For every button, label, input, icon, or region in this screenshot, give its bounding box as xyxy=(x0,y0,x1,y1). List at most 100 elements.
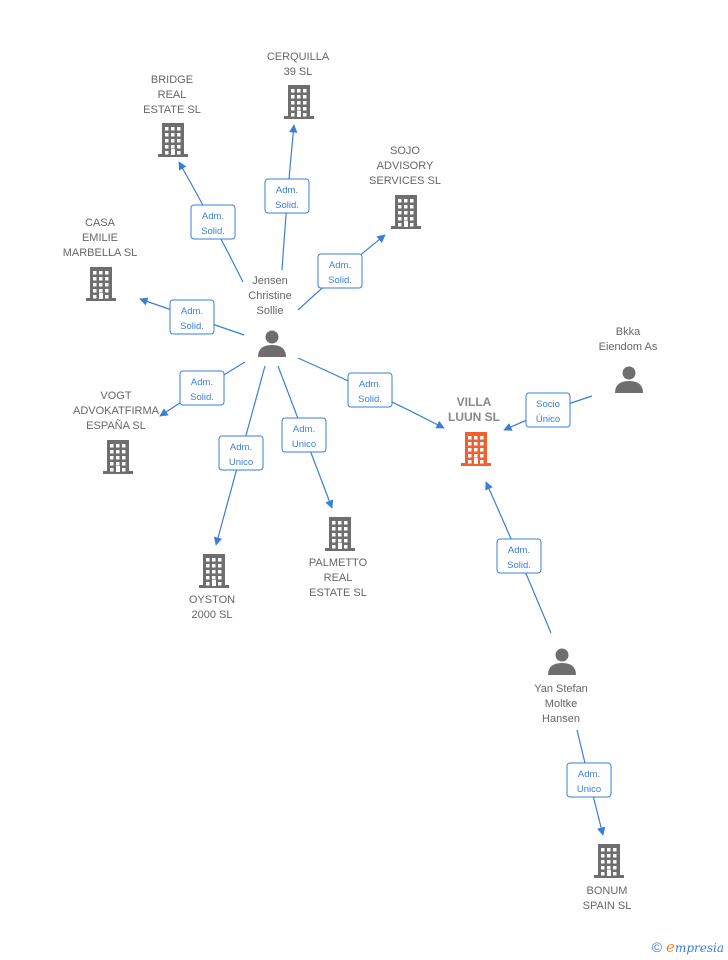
relation-label: Solid. xyxy=(358,394,382,405)
node-label: BRIDGE xyxy=(151,74,193,86)
relation-r-sojo[interactable]: Adm. Solid. xyxy=(317,253,363,289)
node-label: ESTATE SL xyxy=(143,104,201,116)
building-icon xyxy=(103,440,133,474)
node-label: OYSTON xyxy=(189,594,235,606)
node-label: ADVISORY xyxy=(377,160,434,172)
relation-label: Solid. xyxy=(201,226,225,237)
building-icon xyxy=(199,554,229,588)
relation-label: Adm. xyxy=(578,769,600,780)
node-label: REAL xyxy=(158,89,187,101)
relation-box xyxy=(190,204,236,240)
relation-label: Unico xyxy=(229,457,253,468)
relation-box xyxy=(317,253,363,289)
relation-box xyxy=(264,178,310,214)
relation-label: Unico xyxy=(577,784,601,795)
node-label: REAL xyxy=(324,572,353,584)
relation-label: Solid. xyxy=(328,275,352,286)
node-label: VILLA xyxy=(457,395,492,409)
node-label: Hansen xyxy=(542,713,580,725)
relation-r-villa-yan[interactable]: Adm. Solid. xyxy=(496,538,542,574)
relation-r-vogt[interactable]: Adm.Solid. xyxy=(179,370,225,406)
relation-r-palmetto[interactable]: Adm. Unico xyxy=(281,417,327,453)
node-oyston[interactable]: OYSTON 2000 SL xyxy=(189,554,235,621)
node-label: CERQUILLA xyxy=(267,51,330,63)
node-label: Moltke xyxy=(545,698,577,710)
node-label: EMILIE xyxy=(82,232,118,244)
relation-label: Adm. xyxy=(508,545,530,556)
node-label: Christine xyxy=(248,290,291,302)
node-label: Jensen xyxy=(252,275,287,287)
relation-label: Unico xyxy=(292,439,316,450)
relation-label: Único xyxy=(536,414,560,425)
building-icon xyxy=(461,432,491,466)
building-icon xyxy=(391,195,421,229)
node-label: SERVICES SL xyxy=(369,175,441,187)
node-palmetto[interactable]: PALMETTO REAL ESTATE SL xyxy=(309,517,368,599)
node-label: SPAIN SL xyxy=(583,900,632,912)
building-icon xyxy=(594,844,624,878)
relation-r-casa[interactable]: Adm. Solid. xyxy=(169,299,215,335)
node-label: BONUM xyxy=(587,885,628,897)
relation-label: Adm. xyxy=(191,377,213,388)
node-label: LUUN SL xyxy=(448,410,500,424)
brand-logo: empresia xyxy=(666,938,724,956)
node-label: PALMETTO xyxy=(309,557,368,569)
building-icon xyxy=(158,123,188,157)
node-label: MARBELLA SL xyxy=(63,247,138,259)
node-label: Bkka xyxy=(616,326,641,338)
building-icon xyxy=(284,85,314,119)
node-label: ADVOKATFIRMA xyxy=(73,405,160,417)
footer-brand[interactable]: © empresia xyxy=(652,938,724,956)
node-label: CASA xyxy=(85,217,116,229)
building-icon xyxy=(325,517,355,551)
node-label: Yan Stefan xyxy=(534,683,588,695)
node-bonum[interactable]: BONUM SPAIN SL xyxy=(583,844,632,912)
relation-label: Adm. xyxy=(202,211,224,222)
person-icon xyxy=(258,330,286,357)
node-sojo[interactable]: SOJO ADVISORY SERVICES SL xyxy=(369,145,441,229)
relations-layer: Adm. Solid. Adm. Solid. Adm. Solid. Adm. Solid.… xyxy=(169,178,612,798)
relation-box xyxy=(218,435,264,471)
relation-r-villa-jensen[interactable]: Adm. Solid. xyxy=(347,372,393,408)
relation-box xyxy=(169,299,215,335)
node-bridge[interactable]: BRIDGE REAL ESTATE SL xyxy=(143,74,201,157)
relation-label: Solid. xyxy=(180,321,204,332)
person-icon xyxy=(548,648,576,675)
node-label: 2000 SL xyxy=(192,609,233,621)
node-label: 39 SL xyxy=(284,66,313,78)
copyright-icon: © xyxy=(651,939,663,955)
relation-label: Solid. xyxy=(275,200,299,211)
relation-label: Adm. xyxy=(181,306,203,317)
node-label: ESPAÑA SL xyxy=(86,419,146,432)
node-casa[interactable]: CASA EMILIE MARBELLA SL xyxy=(63,217,138,301)
relation-r-bridge[interactable]: Adm. Solid. xyxy=(190,204,236,240)
person-icon xyxy=(615,366,643,393)
relation-label: Solid. xyxy=(507,560,531,571)
relation-label: Adm. xyxy=(293,424,315,435)
node-label: ESTATE SL xyxy=(309,587,367,599)
node-label: SOJO xyxy=(390,145,420,157)
relation-box xyxy=(179,370,225,406)
relation-label: Adm. xyxy=(276,185,298,196)
node-cerquilla[interactable]: CERQUILLA 39 SL xyxy=(267,51,330,119)
relation-box xyxy=(496,538,542,574)
relation-label: Adm. xyxy=(329,260,351,271)
node-label: Sollie xyxy=(257,305,284,317)
nodes-layer: BRIDGE REAL ESTATE SL CERQUILLA 39 SL SOJO ADV… xyxy=(63,51,658,912)
relation-r-oyston[interactable]: Adm. Unico xyxy=(218,435,264,471)
relation-label: Adm. xyxy=(230,442,252,453)
relation-box xyxy=(566,762,612,798)
relation-box xyxy=(525,392,571,428)
relation-label: Adm. xyxy=(359,379,381,390)
relation-box xyxy=(347,372,393,408)
node-label: Eiendom As xyxy=(599,341,658,353)
relation-r-bonum[interactable]: Adm. Unico xyxy=(566,762,612,798)
relation-r-cerquilla[interactable]: Adm. Solid. xyxy=(264,178,310,214)
